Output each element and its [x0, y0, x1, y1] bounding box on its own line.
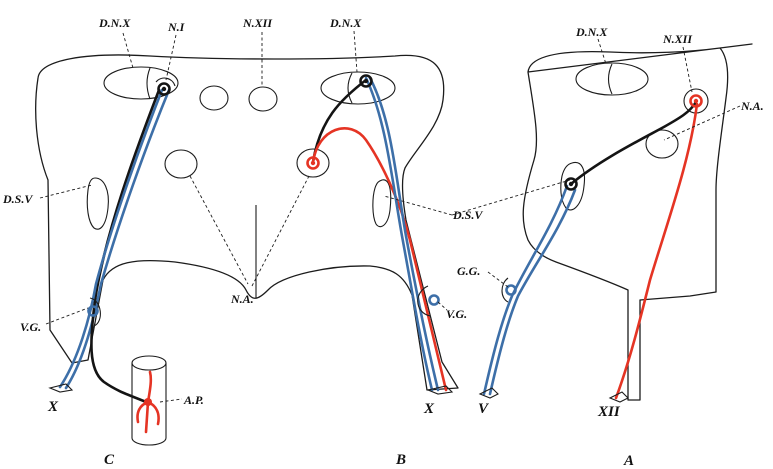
section-outline-a [522, 43, 753, 401]
label-na-right: N.A. [740, 99, 764, 113]
nerve-stump-x-left [48, 383, 74, 393]
gasserian-ganglion [501, 277, 509, 303]
vagal-ganglion-cell-left [87, 305, 99, 317]
vagus-motor-fiber-c [90, 88, 161, 404]
label-ap: A.P. [183, 393, 204, 407]
cell-ni [157, 82, 171, 96]
label-na-mid: N.A. [230, 292, 254, 306]
cell-ambiguus-b [306, 156, 320, 170]
nucleus-midline-left [199, 85, 229, 111]
label-ni: N.I [167, 20, 186, 34]
vagal-ganglion-cell-right [428, 294, 440, 306]
panel-label-b: B [395, 452, 406, 468]
panel-label-c: C [104, 452, 115, 468]
label-v: V [478, 401, 490, 417]
hypoglossal-red-fiber-a [614, 102, 699, 400]
vagus-sensory-fiber-c-2 [58, 88, 164, 389]
ambiguus-red-fiber-b [311, 127, 448, 392]
cell-dsv-a-dot [568, 181, 574, 187]
cell-dnx-b-dot [363, 78, 369, 84]
vagus-sensory-fiber-b-2 [364, 76, 434, 392]
label-x-right: X [423, 401, 435, 417]
label-vg-left: V.G. [20, 320, 41, 334]
section-outline-cb [35, 54, 459, 391]
nucleus-ambiguus-right [645, 129, 679, 159]
hypoglossal-nucleus-mid [248, 86, 278, 112]
label-dsv-left: D.S.V [2, 192, 33, 206]
cell-ni-dot [161, 86, 167, 92]
label-dnx-left: D.N.X [98, 16, 131, 30]
vagal-ganglion-right [417, 285, 431, 317]
vagus-motor-fiber-b [311, 78, 368, 164]
label-x-left: X [47, 399, 59, 415]
label-vg-right: V.G. [446, 307, 467, 321]
vagus-sensory-fiber-c [64, 88, 171, 390]
panel-label-a: A [623, 453, 634, 469]
label-dnx-right: D.N.X [575, 25, 608, 39]
nerve-stump-x-right [426, 385, 454, 395]
dorsal-nucleus-x-mid [320, 71, 396, 105]
trigeminal-black-fiber-a [569, 100, 698, 186]
label-xii: XII [597, 404, 621, 420]
nerve-stump-xii [608, 391, 629, 403]
dorsal-nucleus-x-right [575, 62, 649, 96]
cell-hypoglossal-a-dot [693, 98, 699, 104]
trigeminal-sensory-fiber-a [488, 188, 577, 396]
cell-hypoglossal-a [689, 94, 703, 108]
label-nxii-mid: N.XII [242, 16, 273, 30]
label-dnx-mid: D.N.X [329, 16, 362, 30]
vagal-ganglion-left [89, 297, 101, 327]
spinal-v-tract-mid [372, 179, 392, 228]
cell-ambiguus-b-dot [310, 160, 316, 166]
arrector-pili-muscle [131, 355, 167, 446]
label-dsv-mid: D.S.V [452, 208, 483, 222]
vagus-sensory-fiber-b [368, 76, 440, 392]
nerve-stump-v [478, 387, 499, 399]
spinal-v-tract-right [560, 161, 586, 211]
nucleus-ambiguus-left [164, 149, 198, 179]
label-gg: G.G. [457, 264, 480, 278]
trigeminal-sensory-fiber-a-2 [482, 184, 569, 396]
gasserian-ganglion-cell [505, 284, 517, 296]
dorsal-nucleus-x-left [103, 66, 179, 100]
cell-dsv-a [564, 177, 578, 191]
nucleus-ambiguus-mid [296, 148, 330, 178]
cell-dnx-b [359, 74, 373, 88]
leader-lines [39, 30, 741, 403]
label-nxii-right: N.XII [662, 32, 693, 46]
spinal-v-tract-left [86, 177, 109, 230]
